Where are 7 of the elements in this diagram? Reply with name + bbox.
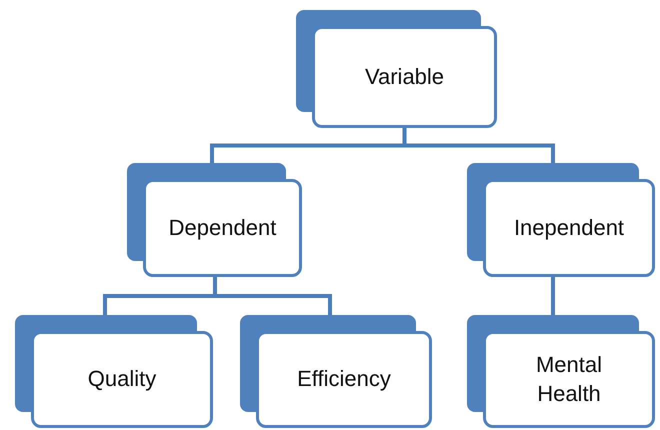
node-label: Mental Health bbox=[534, 350, 604, 408]
node-label: Inependent bbox=[514, 214, 624, 242]
connector-line bbox=[551, 277, 555, 315]
node-label: Efficiency bbox=[297, 365, 391, 394]
node-label: Quality bbox=[88, 365, 156, 394]
node-label: Dependent bbox=[168, 214, 276, 242]
node-label: Variable bbox=[364, 62, 444, 91]
